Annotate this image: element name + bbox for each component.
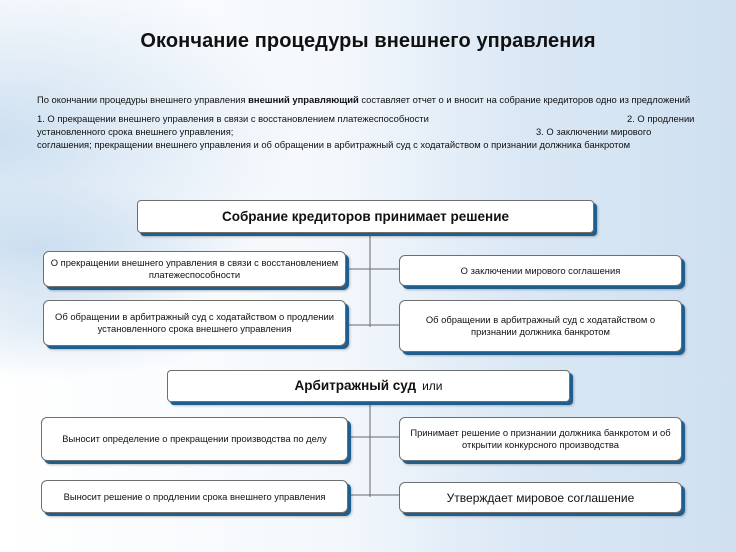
decision-settlement: О заключении мирового соглашения (399, 255, 682, 286)
creditors-meeting-header-label: Собрание кредиторов принимает решение (221, 208, 510, 224)
arbitration-court-header-suffix: или (422, 379, 443, 393)
intro-text: По окончании процедуры внешнего управлен… (37, 93, 709, 152)
court-extend-management: Выносит решение о продлении срока внешне… (41, 480, 348, 513)
decision-extend-term-label: Об обращении в арбитражный суд с ходатай… (55, 311, 334, 334)
court-extend-management-label: Выносит решение о продлении срока внешне… (63, 490, 326, 502)
intro-paragraph-1: По окончании процедуры внешнего управлен… (37, 93, 709, 106)
intro-p2-part-a: 1. О прекращении внешнего управления в с… (37, 113, 429, 124)
arbitration-court-header-label: Арбитражный суд (294, 378, 417, 393)
intro-p1-bold: внешний управляющий (248, 94, 359, 105)
court-approve-settlement-label: Утверждает мировое соглашение (446, 490, 635, 505)
court-declare-bankrupt-label: Принимает решение о признании должника б… (410, 427, 671, 450)
intro-paragraph-2: 1. О прекращении внешнего управления в с… (37, 112, 709, 152)
intro-p2-part-e: соглашения; прекращении внешнего управле… (37, 139, 631, 150)
intro-p2-part-b: 2. О продлении (627, 113, 695, 124)
arbitration-court-header: Арбитражный суд или (167, 370, 570, 402)
creditors-meeting-header: Собрание кредиторов принимает решение (137, 200, 594, 233)
intro-p1-before: По окончании процедуры внешнего управлен… (37, 94, 249, 105)
court-approve-settlement: Утверждает мировое соглашение (399, 482, 682, 513)
court-terminate-proceedings-label: Выносит определение о прекращении произв… (62, 433, 327, 444)
court-terminate-proceedings: Выносит определение о прекращении произв… (41, 417, 348, 461)
decision-terminate-recovery-label: О прекращении внешнего управления в связ… (50, 257, 339, 280)
decision-bankruptcy-petition: Об обращении в арбитражный суд с ходатай… (399, 300, 682, 352)
page-title: Окончание процедуры внешнего управления (140, 30, 596, 52)
intro-p2-part-d: 3. О заключении мирового (536, 126, 652, 137)
intro-p1-after: составляет отчет о и вносит на собрание … (358, 94, 691, 105)
decision-terminate-recovery: О прекращении внешнего управления в связ… (43, 251, 346, 287)
decision-settlement-label: О заключении мирового соглашения (460, 264, 621, 276)
intro-p2-part-c: установленного срока внешнего управления… (37, 126, 234, 137)
decision-extend-term: Об обращении в арбитражный суд с ходатай… (43, 300, 346, 346)
court-declare-bankrupt: Принимает решение о признании должника б… (399, 417, 682, 461)
decision-bankruptcy-petition-label: Об обращении в арбитражный суд с ходатай… (425, 314, 656, 337)
